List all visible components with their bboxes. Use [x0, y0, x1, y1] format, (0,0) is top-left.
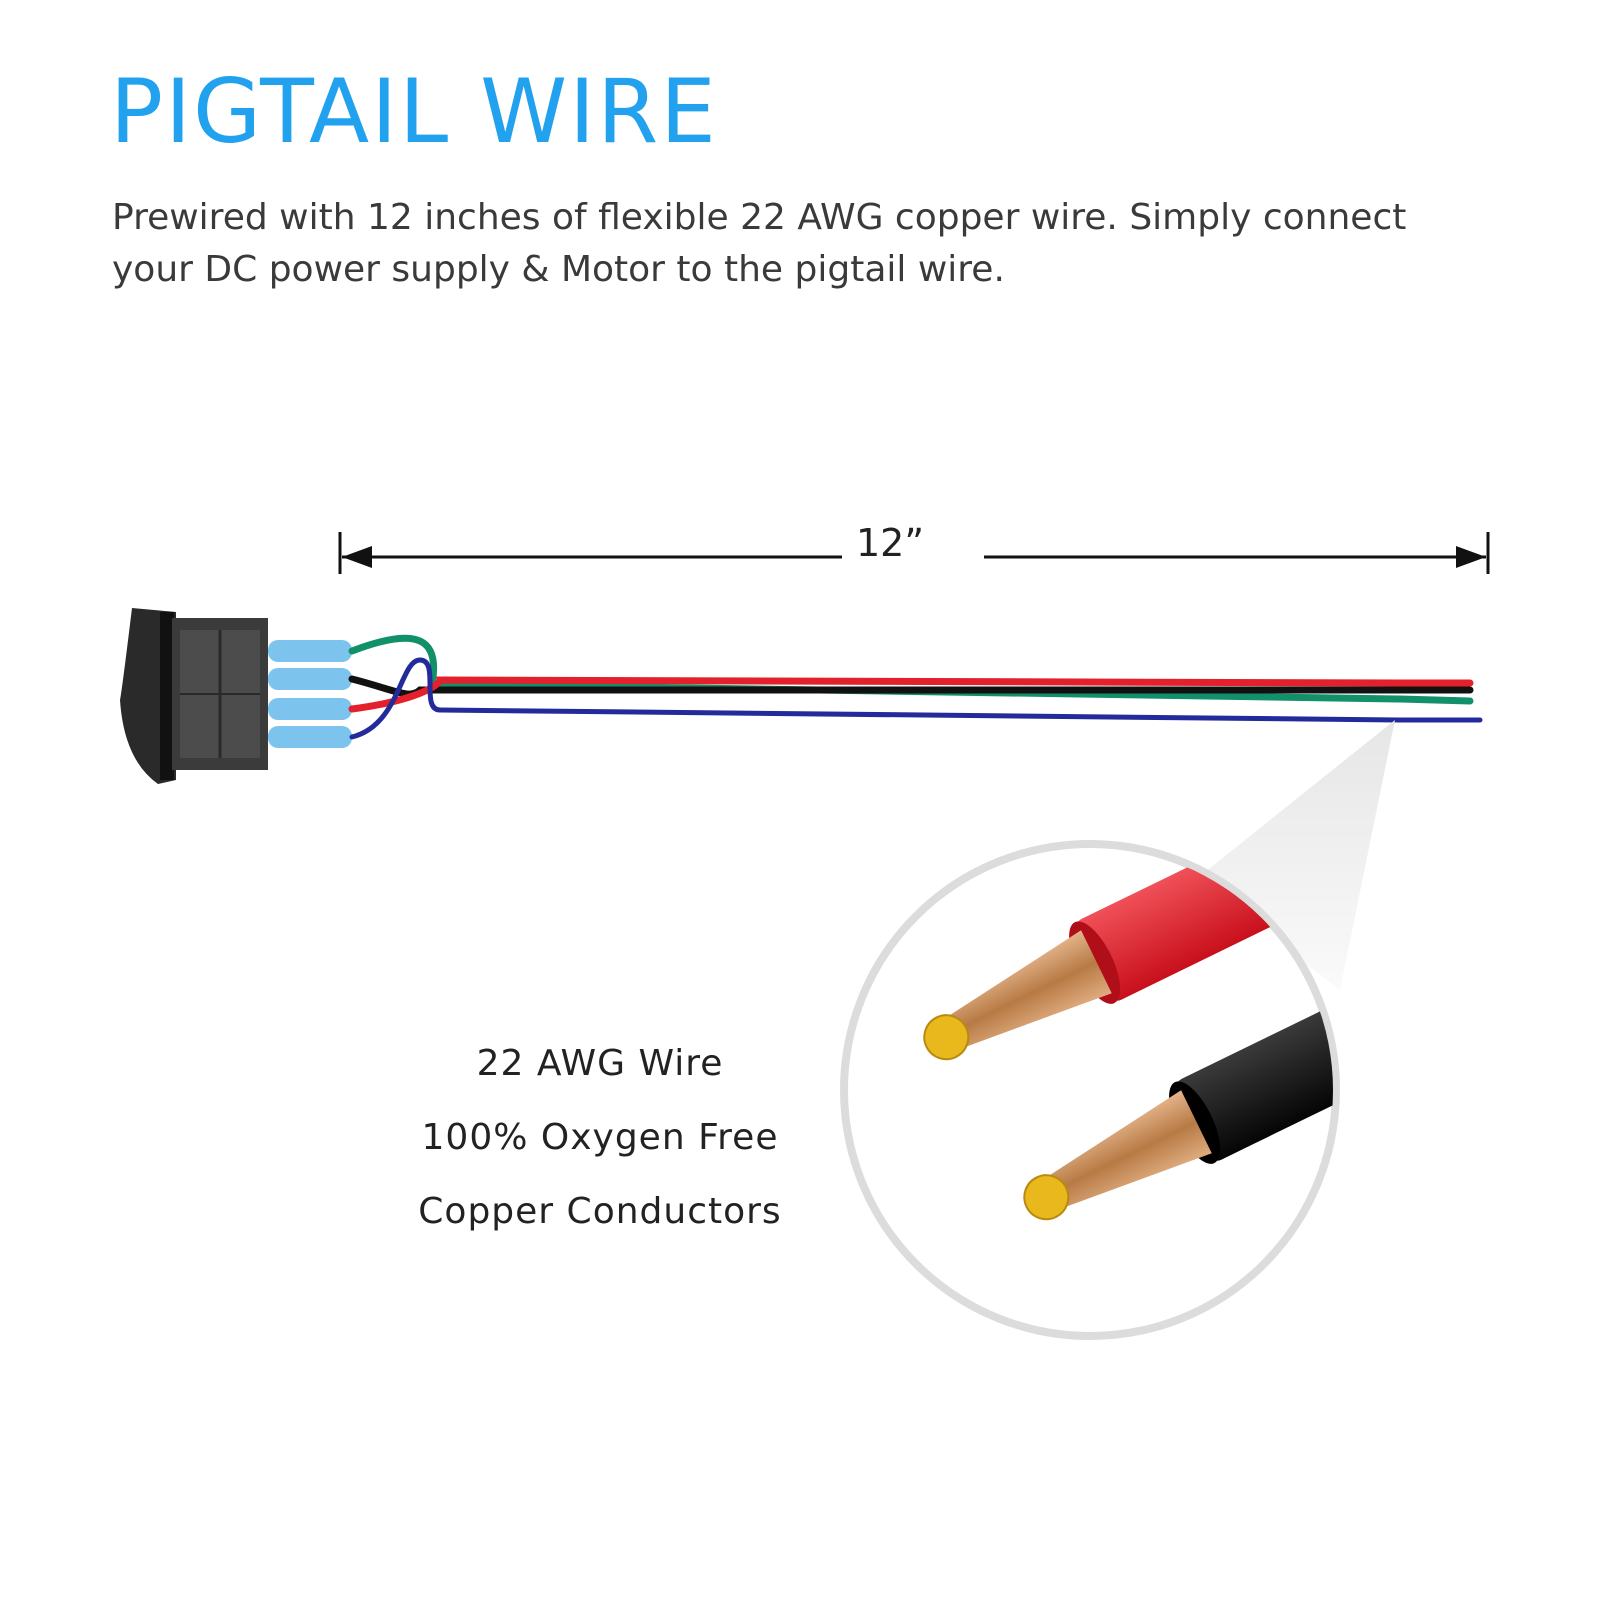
description: Prewired with 12 inches of flexible 22 A… [112, 197, 1407, 290]
page-title: PIGTAIL WIRE [110, 60, 718, 163]
arrow-right-icon [1456, 546, 1486, 568]
spec-line: Copper Conductors [418, 1191, 782, 1232]
spec-line: 22 AWG Wire [476, 1043, 724, 1084]
arrow-left-icon [342, 546, 372, 568]
spec-line: 100% Oxygen Free [421, 1117, 779, 1158]
wires [348, 634, 1483, 740]
dimension-label: 12” [855, 521, 925, 565]
terminals [268, 640, 352, 748]
dimension-line [338, 532, 1490, 574]
rocker-switch-icon [120, 608, 268, 784]
wire-cross-section-icon [840, 840, 1340, 1340]
magnify-cone [1195, 720, 1395, 990]
